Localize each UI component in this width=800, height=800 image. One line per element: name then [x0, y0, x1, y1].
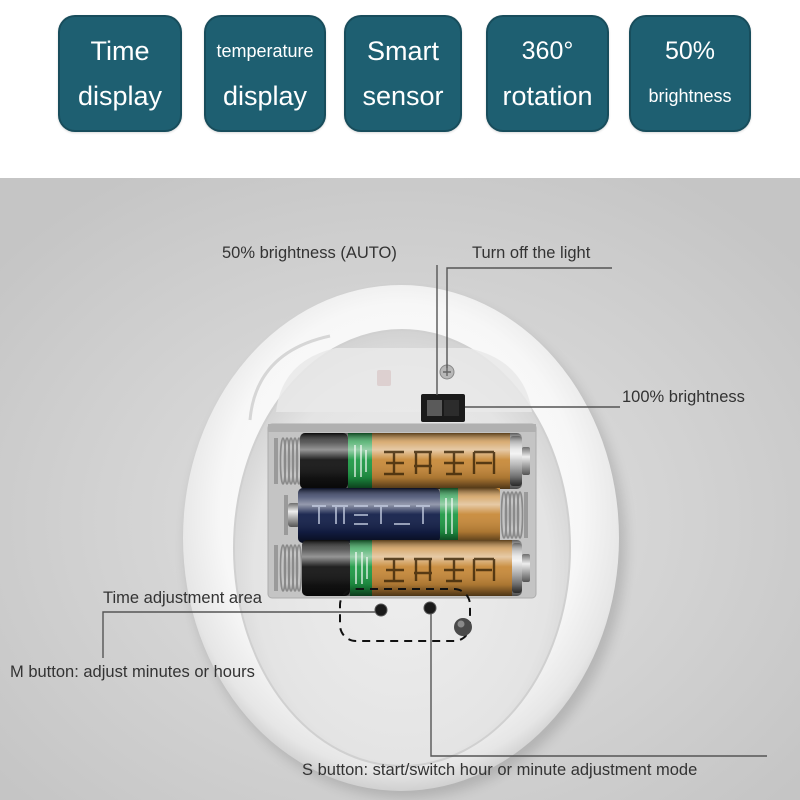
label-full-brightness: 100% brightness [622, 388, 745, 406]
badge-line: display [222, 80, 308, 111]
label-turn-off-light: Turn off the light [472, 244, 591, 262]
spring [279, 544, 303, 592]
time-adjustment-area-outline [339, 588, 471, 642]
spring [500, 491, 524, 539]
label-m-button: M button: adjust minutes or hours [10, 663, 255, 681]
leader-s-button [430, 614, 767, 757]
badge-time-display: Time display [58, 15, 182, 132]
top-screw [439, 364, 455, 380]
brightness-switch [421, 394, 465, 422]
upper-ledge [276, 348, 532, 412]
spring [279, 437, 303, 485]
badge-line: sensor [362, 80, 444, 111]
battery-logo [384, 557, 496, 583]
badge-line: 50% [664, 36, 716, 65]
badge-line: rotation [502, 80, 593, 111]
badge-50-brightness: 50% brightness [629, 15, 751, 132]
leader-time-adjustment-m-button [102, 611, 375, 658]
badge-line: Time [90, 35, 150, 66]
badge-smart-sensor: Smart sensor [344, 15, 462, 132]
upper-ledge-shadow [248, 334, 331, 421]
battery-3 [274, 540, 530, 596]
badge-line: brightness [648, 85, 732, 106]
battery-1 [274, 433, 530, 489]
badge-line: display [77, 80, 163, 111]
bottom-screw [454, 618, 472, 636]
label-s-button: S button: start/switch hour or minute ad… [302, 761, 698, 779]
badge-line: temperature [216, 40, 314, 61]
label-time-adjustment-area: Time adjustment area [103, 589, 262, 607]
leader-turn-off [446, 267, 612, 368]
battery-print [312, 505, 430, 525]
badge-temperature-display: temperature display [204, 15, 326, 132]
m-button [374, 603, 388, 617]
battery-logo [384, 450, 496, 476]
label-auto-brightness: 50% brightness (AUTO) [222, 244, 397, 262]
leader-lines [102, 265, 767, 757]
badge-360-rotation: 360° rotation [486, 15, 609, 132]
badge-line: 360° [521, 36, 574, 65]
battery-2 [284, 488, 528, 543]
sensor-notch [377, 370, 391, 386]
badge-line: Smart [366, 35, 439, 66]
s-button [423, 601, 437, 615]
